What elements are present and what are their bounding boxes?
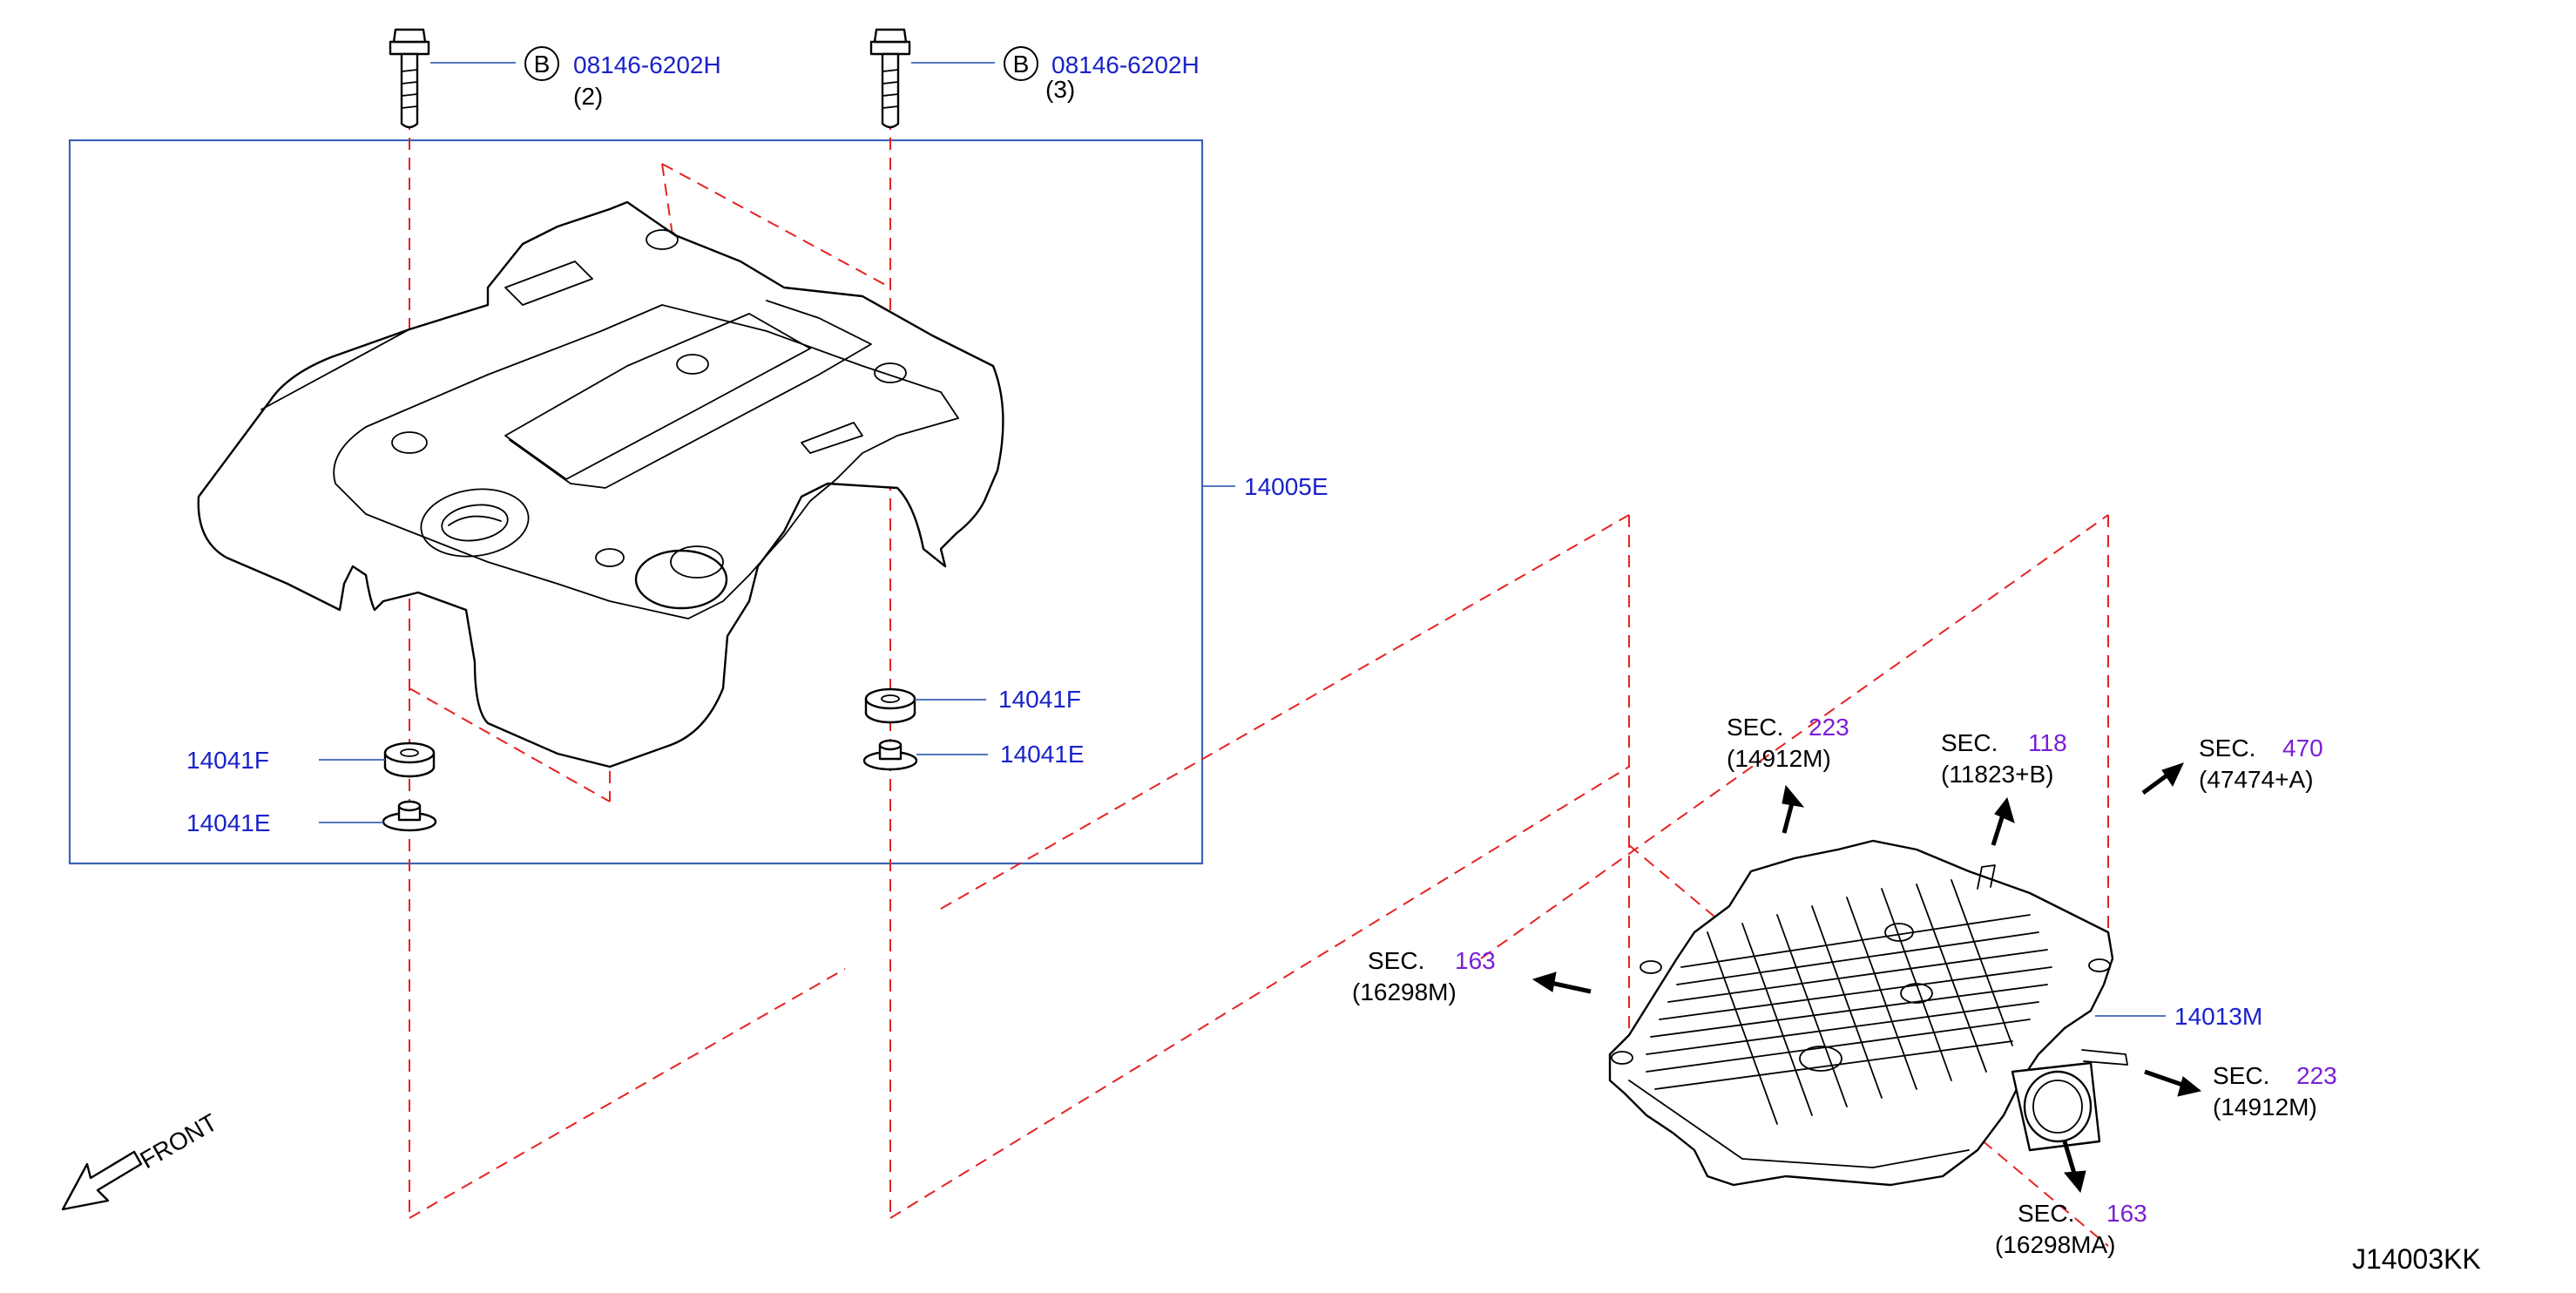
svg-text:(14912M): (14912M) bbox=[2213, 1093, 2317, 1120]
svg-text:SEC.: SEC. bbox=[1941, 729, 1998, 756]
collar-left bbox=[382, 800, 437, 832]
svg-text:B: B bbox=[534, 51, 551, 78]
bolt-right-quantity: (3) bbox=[1045, 76, 1075, 103]
sec-ref-163-left[interactable]: SEC. 163 (16298M) bbox=[1352, 947, 1496, 1005]
grommet-left-part-number[interactable]: 14041F bbox=[186, 747, 269, 774]
svg-text:163: 163 bbox=[2106, 1200, 2147, 1227]
svg-text:SEC.: SEC. bbox=[2213, 1062, 2269, 1089]
svg-text:B: B bbox=[1013, 51, 1030, 78]
sec-ref-163-bottom[interactable]: SEC. 163 (16298MA) bbox=[1995, 1200, 2147, 1258]
svg-text:223: 223 bbox=[1809, 714, 1849, 741]
svg-text:163: 163 bbox=[1455, 947, 1496, 974]
bolt-left bbox=[389, 28, 430, 129]
sec-ref-470[interactable]: SEC. 470 (47474+A) bbox=[2199, 735, 2323, 793]
grommet-right-part-number[interactable]: 14041F bbox=[998, 686, 1081, 713]
collar-right bbox=[862, 739, 918, 771]
intake-manifold bbox=[1608, 839, 2128, 1187]
bolt-right bbox=[869, 28, 911, 129]
grommet-right bbox=[864, 687, 916, 724]
svg-text:(14912M): (14912M) bbox=[1727, 745, 1831, 772]
cover-part-number[interactable]: 14005E bbox=[1244, 473, 1329, 500]
bolt-right-part-number[interactable]: 08146-6202H bbox=[1051, 51, 1200, 78]
svg-text:SEC.: SEC. bbox=[1368, 947, 1424, 974]
bolt-right-b-symbol: B bbox=[1004, 46, 1038, 81]
engine-cover bbox=[197, 200, 1004, 768]
bolt-left-quantity: (2) bbox=[573, 83, 603, 110]
svg-text:SEC.: SEC. bbox=[1727, 714, 1783, 741]
svg-text:470: 470 bbox=[2282, 735, 2323, 762]
manifold-part-number[interactable]: 14013M bbox=[2174, 1003, 2262, 1030]
bolt-left-part-number[interactable]: 08146-6202H bbox=[573, 51, 721, 78]
svg-text:SEC.: SEC. bbox=[2018, 1200, 2074, 1227]
sec-ref-223-right[interactable]: SEC. 223 (14912M) bbox=[2213, 1062, 2337, 1120]
section-arrows bbox=[1531, 762, 2202, 1194]
svg-text:SEC.: SEC. bbox=[2199, 735, 2255, 762]
front-arrow-icon bbox=[61, 1150, 143, 1211]
svg-text:118: 118 bbox=[2028, 729, 2067, 756]
collar-left-part-number[interactable]: 14041E bbox=[186, 809, 271, 836]
sec-ref-223-top[interactable]: SEC. 223 (14912M) bbox=[1727, 714, 1849, 772]
front-label: FRONT bbox=[136, 1108, 222, 1174]
sec-ref-118[interactable]: SEC. 118 (11823+B) bbox=[1941, 729, 2067, 788]
svg-text:(11823+B): (11823+B) bbox=[1941, 761, 2053, 788]
svg-text:(47474+A): (47474+A) bbox=[2199, 766, 2314, 793]
svg-text:223: 223 bbox=[2296, 1062, 2337, 1089]
svg-text:(16298MA): (16298MA) bbox=[1995, 1231, 2116, 1258]
grommet-left bbox=[383, 741, 436, 778]
svg-text:(16298M): (16298M) bbox=[1352, 978, 1457, 1005]
cover-assembly-frame bbox=[68, 139, 1204, 865]
collar-right-part-number[interactable]: 14041E bbox=[1000, 741, 1085, 768]
drawing-id: J14003KK bbox=[2352, 1243, 2481, 1275]
bolt-left-b-symbol: B bbox=[524, 46, 559, 81]
front-direction-indicator: FRONT bbox=[61, 1108, 222, 1211]
